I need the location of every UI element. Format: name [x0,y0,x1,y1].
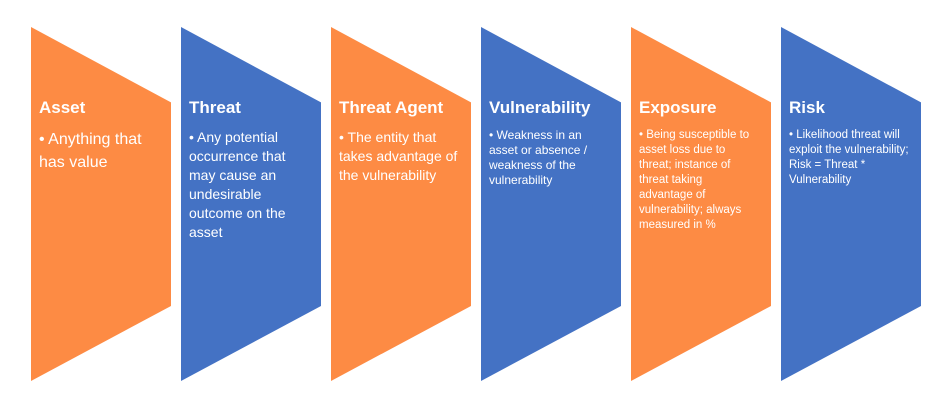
step-description-block: • Being susceptible to asset loss due to… [639,128,759,233]
step-title: Threat Agent [339,98,444,117]
step-threat-agent: Threat Agent • The entity that takes adv… [331,27,471,381]
step-description-block: • Any potential occurrence that may caus… [189,128,309,242]
step-title: Exposure [639,98,717,117]
step-description-block: • Likelihood threat will exploit the vul… [789,128,909,188]
step-description: Being susceptible to asset loss due to t… [639,129,750,231]
step-threat: Threat • Any potential occurrence that m… [181,27,321,381]
bullet-icon: • [339,129,344,145]
bullet-icon: • [789,129,794,141]
step-description: Anything that has value [39,131,142,171]
step-description-block: • The entity that takes advantage of the… [339,128,459,185]
step-vulnerability: Vulnerability • Weakness in an asset or … [481,27,621,381]
step-title: Risk [789,98,825,117]
step-title: Vulnerability [489,98,591,117]
step-risk: Risk • Likelihood threat will exploit th… [781,27,921,381]
step-title: Threat [189,98,241,117]
bullet-icon: • [39,131,45,148]
bullet-icon: • [639,129,644,141]
step-description: Likelihood threat will exploit the vulne… [789,129,909,186]
step-description: Any potential occurrence that may cause … [189,129,286,240]
step-description: Weakness in an asset or absence / weakne… [489,128,588,187]
step-description-block: • Anything that has value [39,128,159,174]
step-description: The entity that takes advantage of the v… [339,129,458,183]
bullet-icon: • [489,128,494,142]
step-asset: Asset • Anything that has value [31,27,171,381]
step-description-block: • Weakness in an asset or absence / weak… [489,128,609,188]
step-title: Asset [39,98,86,117]
step-exposure: Exposure • Being susceptible to asset lo… [631,27,771,381]
bullet-icon: • [189,129,194,145]
